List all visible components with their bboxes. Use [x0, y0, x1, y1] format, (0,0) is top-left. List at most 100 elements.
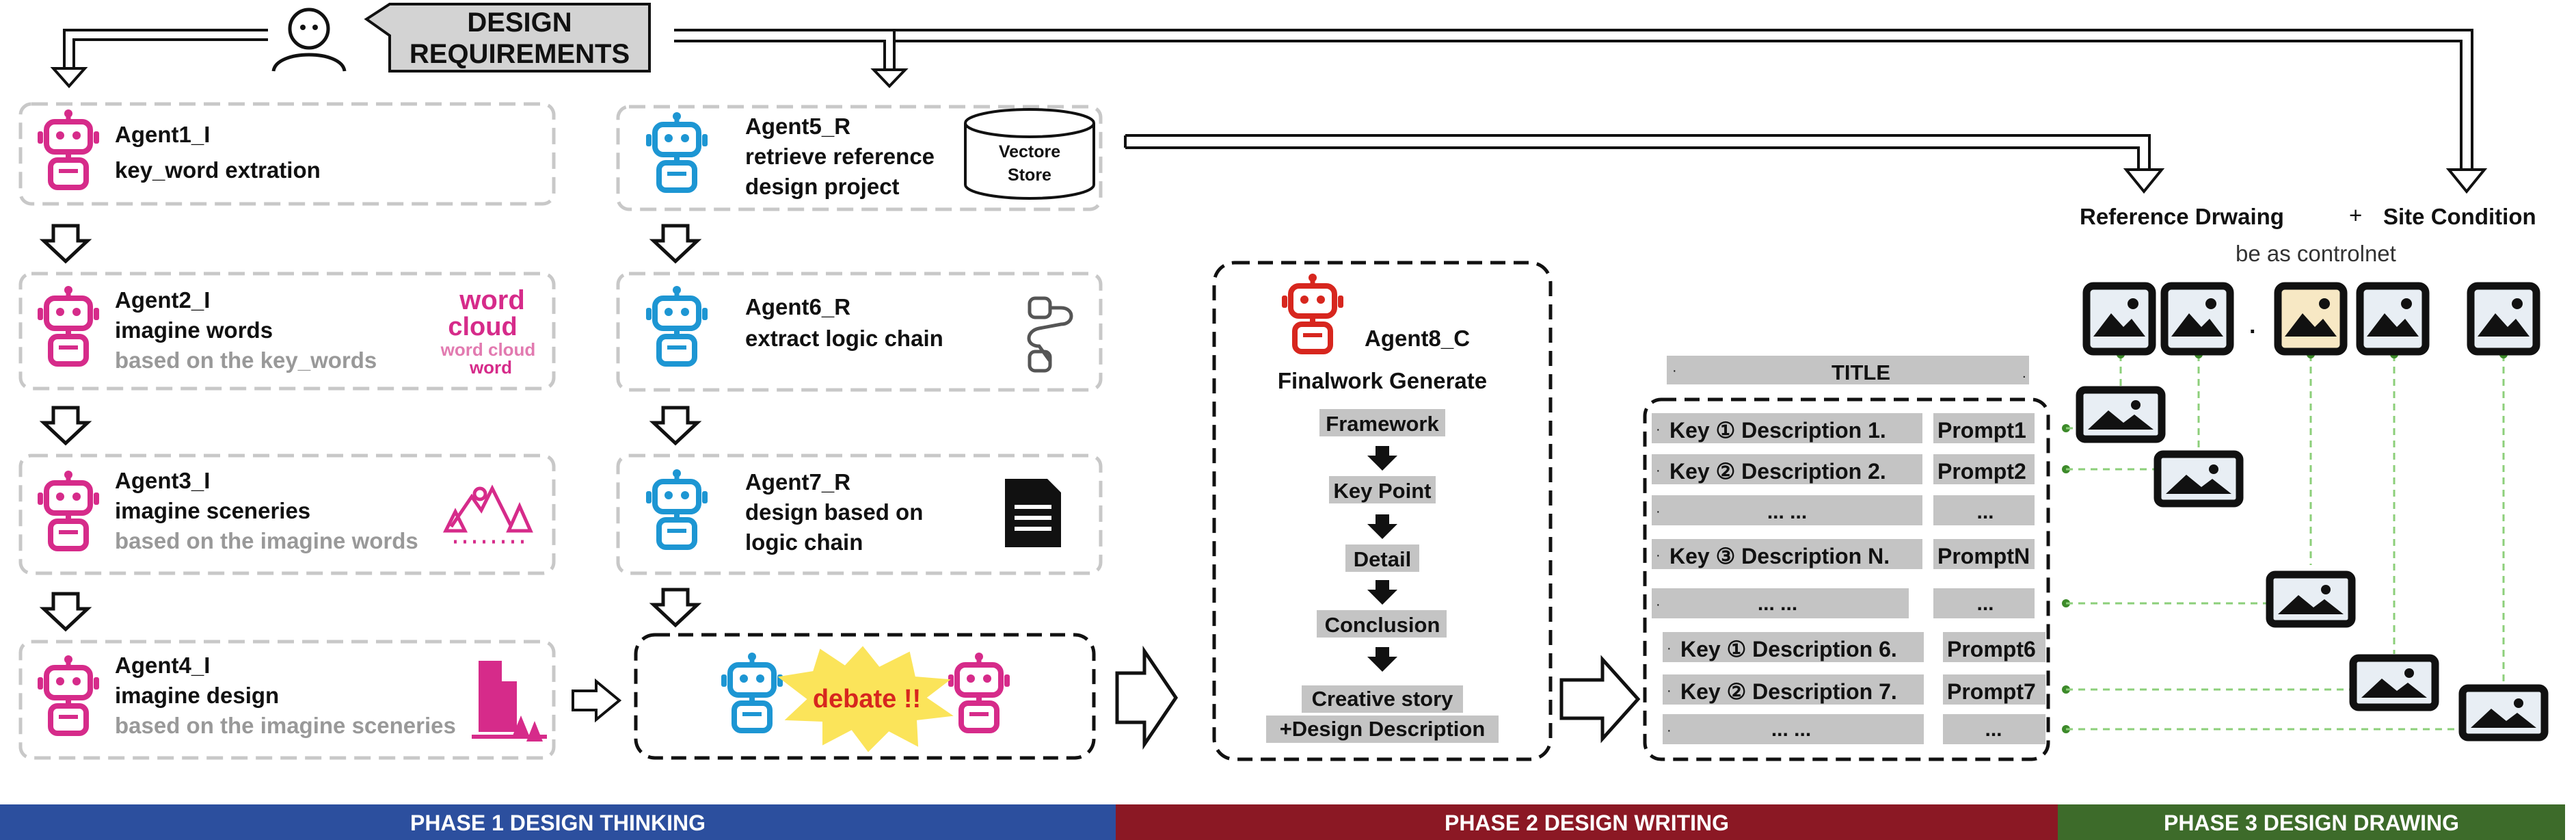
- step-conclusion: Conclusion: [1325, 613, 1440, 637]
- flow-arrow-2: [1115, 645, 1179, 750]
- phase-3-label: PHASE 3 DESIGN DRAWING: [2164, 811, 2459, 835]
- phase-1-bar: PHASE 1 DESIGN THINKING: [0, 804, 1116, 840]
- doc-title: TITLE: [1832, 360, 1890, 384]
- agent3-desc2: based on the imagine words: [115, 528, 418, 553]
- image-icon: [2274, 282, 2348, 356]
- doc-row-2: · Key ② Description 2. Prompt2: [1652, 454, 2070, 484]
- agent1-desc: key_word extration: [115, 157, 321, 183]
- word-cloud-line1: word: [459, 285, 525, 315]
- image-icon: [2471, 286, 2536, 352]
- phase-1-label: PHASE 1 DESIGN THINKING: [410, 811, 706, 835]
- doc-row-prompt: Prompt2: [1937, 459, 2026, 484]
- down-arrow-icon: [44, 594, 88, 629]
- image-icon: [2463, 688, 2545, 737]
- agent7-box: Agent7_R design based on logic chain: [616, 454, 1103, 575]
- requirements-to-agent1-arrow: [50, 29, 268, 89]
- agent3-box: Agent3_I imagine sceneries based on the …: [18, 454, 556, 575]
- agent5-desc2: design project: [745, 174, 900, 199]
- agent2-name: Agent2_I: [115, 287, 210, 313]
- word-cloud-line3: word cloud: [440, 339, 536, 360]
- svg-text:·: ·: [1656, 548, 1661, 563]
- document-icon: [1005, 479, 1061, 547]
- agent4-name: Agent4_I: [115, 653, 210, 678]
- image-icon: [2080, 390, 2162, 439]
- doc-row-6: · Key ① Description 6. Prompt6: [1663, 632, 2045, 662]
- agent5-box: Agent5_R retrieve reference design proje…: [616, 105, 1103, 211]
- agent1-name: Agent1_I: [115, 122, 210, 147]
- image-icon: [2270, 575, 2352, 624]
- reference-drawing-label: Reference Drwaing: [2080, 204, 2284, 229]
- separator-dot: ·: [2249, 319, 2257, 345]
- doc-row-prompt: ...: [1976, 592, 1994, 615]
- debate-burst: [777, 646, 954, 752]
- phase-2-bar: PHASE 2 DESIGN WRITING: [1116, 804, 2058, 840]
- down-arrow-icon: [654, 408, 697, 443]
- site-condition-label: Site Condition: [2383, 204, 2536, 229]
- doc-row-7: · Key ② Description 7. Prompt7: [1663, 674, 2070, 705]
- step-bar: [1317, 610, 1447, 638]
- agent5-desc: retrieve reference: [745, 144, 935, 169]
- doc-row-prompt: Prompt1: [1937, 418, 2026, 443]
- requirements-line1: DESIGN: [467, 8, 572, 38]
- doc-row-key: Key ③ Description N.: [1669, 544, 1890, 568]
- requirements-to-site-arrow: [894, 29, 2488, 194]
- requirements-line2: REQUIREMENTS: [410, 39, 630, 69]
- guide-lines: [2066, 354, 2505, 731]
- agent3-name: Agent3_I: [115, 468, 210, 493]
- agent2-box: Agent2_I imagine words based on the key_…: [18, 272, 556, 391]
- doc-row-key: ... ...: [1758, 592, 1797, 615]
- doc-row-key: ... ...: [1771, 718, 1811, 741]
- doc-row-key: Key ② Description 2.: [1669, 459, 1886, 484]
- agent6-box: Agent6_R extract logic chain: [616, 272, 1103, 392]
- title-bar: [1667, 356, 2029, 384]
- vector-store-line1: Vectore: [999, 142, 1060, 161]
- step-creative-story: Creative story: [1312, 687, 1454, 711]
- agent1-box: Agent1_I key_word extration: [18, 102, 556, 206]
- document-output: · . TITLE · Key ① Description 1. Prompt1…: [1643, 356, 2070, 761]
- agent8-name: Agent8_C: [1365, 326, 1470, 351]
- agent6-name: Agent6_R: [745, 294, 850, 319]
- step-bar: [1266, 716, 1499, 743]
- doc-row-prompt: PromptN: [1937, 544, 2030, 568]
- doc-row-8: · ... ... ...: [1663, 714, 2070, 744]
- svg-text:·: ·: [1656, 597, 1661, 612]
- step-bar: [1302, 685, 1463, 713]
- requirements-to-agent5-arrow: [674, 29, 909, 88]
- doc-row-prompt: Prompt6: [1947, 637, 2036, 661]
- doc-row-key: ... ...: [1767, 501, 1807, 523]
- doc-row-key: Key ① Description 6.: [1680, 637, 1897, 661]
- image-icon: [2158, 454, 2240, 503]
- vector-store-line2: Store: [1008, 166, 1051, 185]
- vector-store-icon: Vectore Store: [964, 108, 1095, 200]
- image-icon: [2360, 286, 2426, 352]
- logic-chain-icon: [1027, 296, 1073, 373]
- agent6-desc: extract logic chain: [745, 326, 943, 351]
- doc-row-key: Key ② Description 7.: [1680, 679, 1897, 704]
- debate-box: debate !!: [634, 633, 1096, 760]
- scenery-icon: [442, 484, 533, 544]
- doc-row-prompt: Prompt7: [1947, 679, 2036, 704]
- doc-row-5: · ... ... ...: [1652, 588, 2070, 618]
- agent4-desc2: based on the imagine sceneries: [115, 713, 456, 738]
- phase-2-label: PHASE 2 DESIGN WRITING: [1445, 811, 1729, 835]
- word-cloud-line2: cloud: [448, 313, 517, 341]
- doc-row-key: Key ① Description 1.: [1669, 418, 1886, 443]
- store-to-reference-arrow: [1124, 134, 2165, 194]
- svg-text:·: ·: [1667, 683, 1672, 698]
- requirements-callout: DESIGN REQUIREMENTS: [364, 3, 651, 73]
- image-icon: [2164, 286, 2230, 352]
- agent5-name: Agent5_R: [745, 114, 850, 139]
- agent2-desc: imagine words: [115, 317, 273, 343]
- agent7-desc: design based on: [745, 499, 923, 525]
- doc-row-3: · ... ... ...: [1652, 495, 2035, 525]
- user-icon: [271, 8, 347, 72]
- agent2-desc2: based on the key_words: [115, 347, 377, 373]
- doc-row-prompt: ...: [1985, 718, 2002, 741]
- buildings-icon: [472, 661, 547, 741]
- debate-label: debate !!: [813, 685, 921, 713]
- svg-text:·: ·: [1656, 463, 1661, 478]
- down-arrow-icon: [44, 226, 88, 261]
- step-bar: [1345, 544, 1419, 572]
- agent8-box: Agent8_C Finalwork Generate Framework Ke…: [1212, 261, 1553, 761]
